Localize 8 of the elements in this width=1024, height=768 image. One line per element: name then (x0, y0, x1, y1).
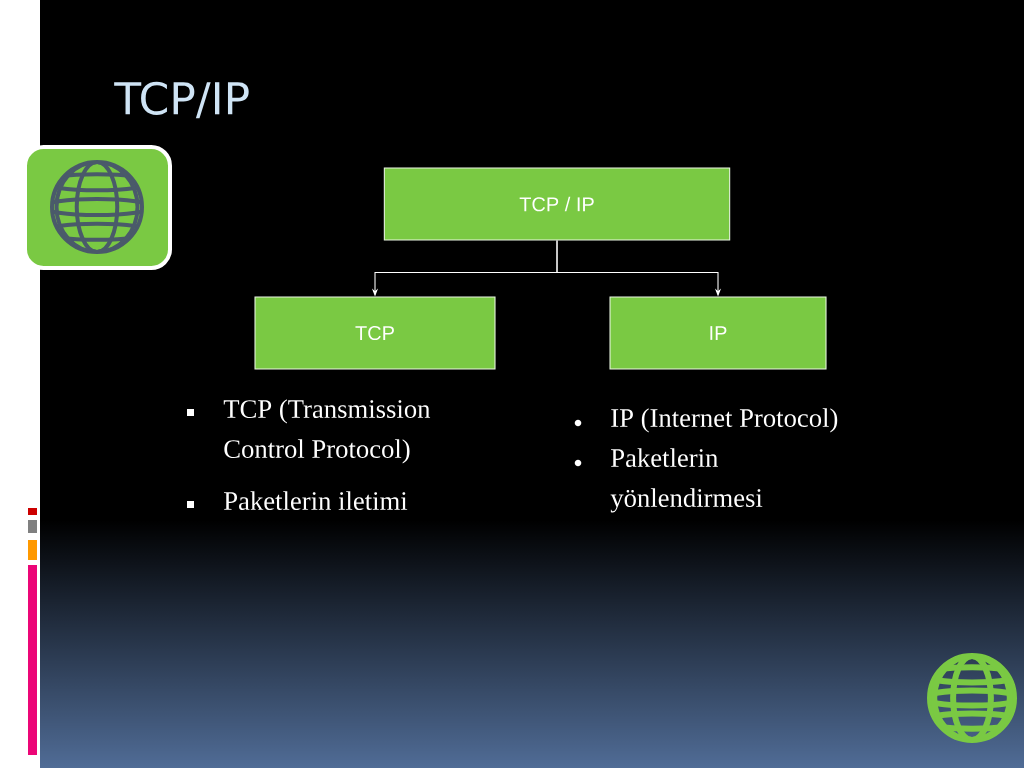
process-box: IP (609, 296, 827, 370)
bullet-text: Paketlerin yönlendirmesi (610, 448, 763, 513)
bullet-text: IP (Internet Protocol) (611, 408, 838, 433)
bullet-text: Paketlerin iletimi (224, 491, 408, 511)
process-box: TCP / IP (383, 167, 731, 241)
slide-title: TCP/IP (114, 81, 249, 119)
process-box: TCP (254, 296, 496, 370)
bullet-text: TCP (Transmission Control Protocol) (223, 399, 431, 464)
